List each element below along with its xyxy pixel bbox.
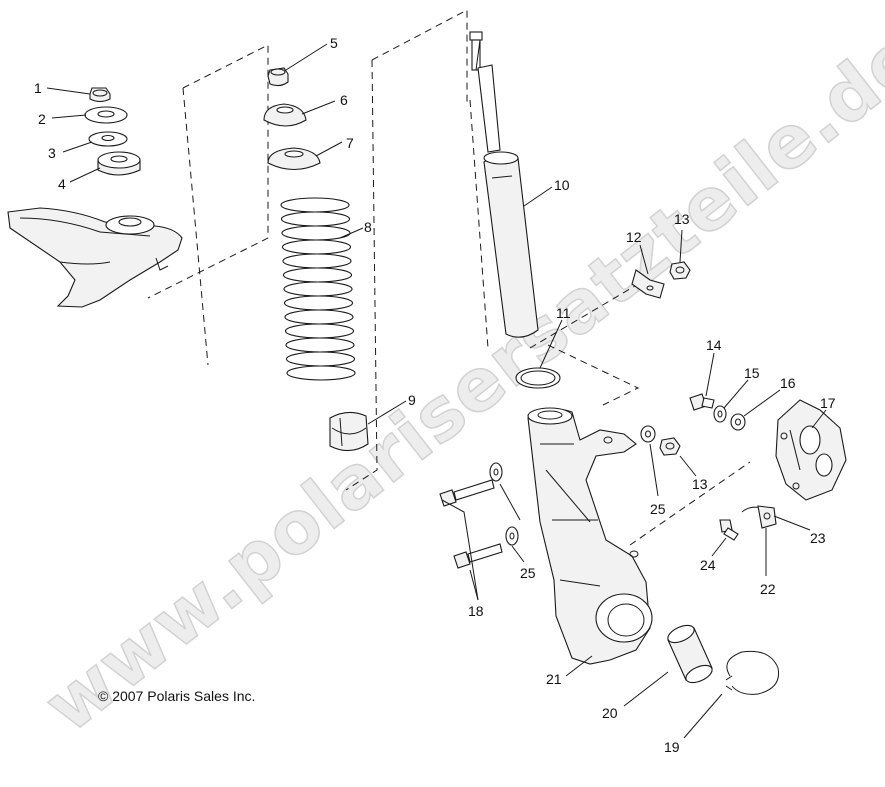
shock-absorber	[469, 31, 539, 338]
washer	[713, 405, 727, 423]
callout-13: 13	[692, 476, 708, 492]
snap-ring	[725, 650, 780, 695]
o-ring	[515, 367, 561, 389]
brake-line-clip	[631, 269, 665, 299]
nut	[669, 261, 691, 280]
callout-22: 22	[760, 581, 776, 597]
washer	[84, 106, 128, 124]
upper-frame-mount	[7, 207, 183, 308]
nut	[267, 67, 289, 87]
callout-20: 20	[602, 705, 618, 721]
spring-coil	[284, 323, 355, 339]
screw	[719, 519, 739, 541]
copyright-notice: © 2007 Polaris Sales Inc.	[98, 688, 255, 704]
spring-coil	[283, 281, 353, 297]
callout-1: 1	[34, 80, 42, 96]
spring-coil	[282, 267, 353, 283]
nut	[89, 87, 111, 103]
spring-coil	[280, 197, 350, 213]
leader-lines	[46, 43, 827, 739]
callout-12: 12	[626, 229, 642, 245]
spring-coil	[286, 365, 356, 381]
spring-coil	[284, 309, 354, 325]
callout-11: 11	[556, 305, 571, 321]
washer	[505, 526, 519, 546]
callout-13: 13	[674, 211, 690, 227]
brake-caliper	[775, 399, 847, 501]
nut	[659, 437, 681, 456]
wheel-bearing	[667, 624, 713, 684]
callout-3: 3	[48, 145, 56, 161]
callout-5: 5	[330, 35, 338, 51]
spring-coil	[285, 351, 356, 367]
sensor-clamp	[741, 505, 777, 529]
callout-25: 25	[520, 565, 536, 581]
bolt	[439, 479, 495, 507]
callout-14: 14	[706, 337, 722, 353]
callout-19: 19	[664, 739, 680, 755]
callout-9: 9	[408, 392, 416, 408]
washer	[88, 131, 128, 147]
washer	[730, 413, 746, 431]
callout-17: 17	[820, 395, 836, 411]
spring-coil	[285, 337, 355, 353]
spring-coil	[281, 239, 352, 255]
callout-25: 25	[650, 501, 666, 517]
callout-16: 16	[780, 375, 796, 391]
washer	[489, 462, 503, 482]
callout-7: 7	[346, 135, 354, 151]
callout-18: 18	[468, 603, 484, 619]
callout-8: 8	[364, 219, 372, 235]
callout-labels: 1 2 3 4 5 6 7 8 9 10 11 12 13 14 15 16 1…	[34, 35, 836, 755]
washer	[640, 425, 656, 443]
spring-coil	[283, 295, 354, 311]
spring-coil	[280, 211, 351, 227]
spring-seat	[267, 147, 321, 171]
spring-retainer-cup	[263, 103, 307, 127]
callout-21: 21	[546, 671, 562, 687]
watermark-text: www.polarisersatzteile.de	[29, 14, 885, 749]
bump-stop	[329, 411, 369, 452]
bolt	[453, 543, 503, 569]
caliper-bolt	[689, 393, 715, 411]
callout-6: 6	[340, 92, 348, 108]
callout-15: 15	[744, 365, 760, 381]
spring-coil	[282, 253, 352, 269]
coil-spring	[280, 197, 356, 381]
callout-23: 23	[810, 530, 826, 546]
steering-knuckle	[527, 407, 653, 665]
assembly-guide-lines	[147, 9, 751, 546]
callout-2: 2	[38, 111, 46, 127]
spring-coil	[281, 225, 351, 241]
callout-4: 4	[58, 176, 66, 192]
rubber-bushing	[97, 151, 141, 176]
callout-10: 10	[554, 177, 570, 193]
callout-24: 24	[700, 557, 716, 573]
